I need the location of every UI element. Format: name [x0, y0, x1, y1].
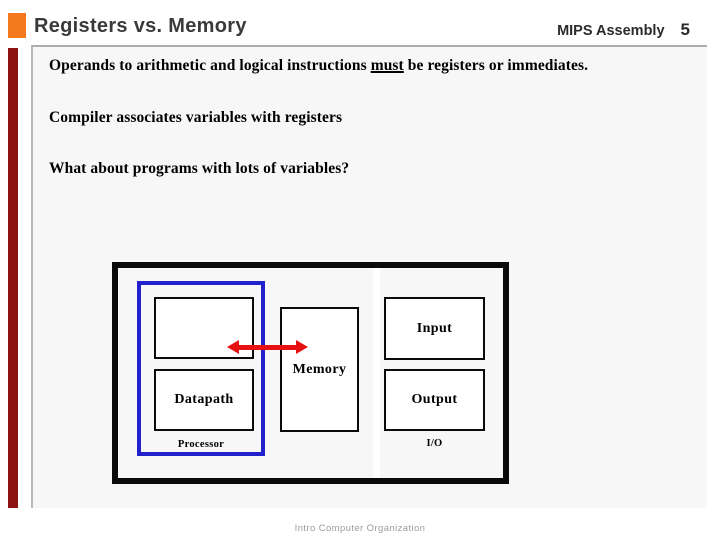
slide-title: Registers vs. Memory	[34, 15, 247, 37]
input-box: Input	[384, 297, 485, 360]
double-headed-arrow-icon	[238, 345, 297, 350]
bullet-text: Operands to arithmetic and logical instr…	[49, 57, 371, 74]
datapath-label: Datapath	[174, 392, 234, 407]
arrow-right-head-icon	[296, 340, 308, 354]
left-accent-bar	[8, 48, 18, 508]
bullet-text: What about programs with lots of variabl…	[49, 160, 350, 177]
diagram-divider-strip	[373, 268, 380, 478]
bullet-compiler: Compiler associates variables with regis…	[49, 109, 342, 127]
output-box: Output	[384, 369, 485, 431]
arrow-left-head-icon	[227, 340, 239, 354]
bullet-text: be registers or immediates.	[403, 57, 589, 74]
memory-label: Memory	[292, 361, 347, 377]
bullet-operands: Operands to arithmetic and logical instr…	[49, 57, 588, 75]
memory-box: Memory	[280, 307, 359, 432]
io-label: I/O	[426, 438, 443, 449]
title-accent-square-icon	[8, 13, 26, 38]
bullet-question: What about programs with lots of variabl…	[49, 160, 349, 178]
input-label: Input	[416, 320, 453, 336]
header-right: MIPS Assembly 5	[557, 20, 690, 40]
processor-label: Processor	[177, 439, 225, 450]
course-label: MIPS Assembly	[557, 23, 665, 39]
bullet-emphasis: must	[370, 57, 404, 74]
processor-box	[137, 281, 265, 456]
output-label: Output	[411, 392, 458, 407]
bullet-text: Compiler associates variables with regis…	[49, 109, 343, 126]
footer-text: Intro Computer Organization	[294, 523, 426, 534]
datapath-box: Datapath	[154, 369, 254, 431]
slide-number: 5	[680, 20, 690, 39]
